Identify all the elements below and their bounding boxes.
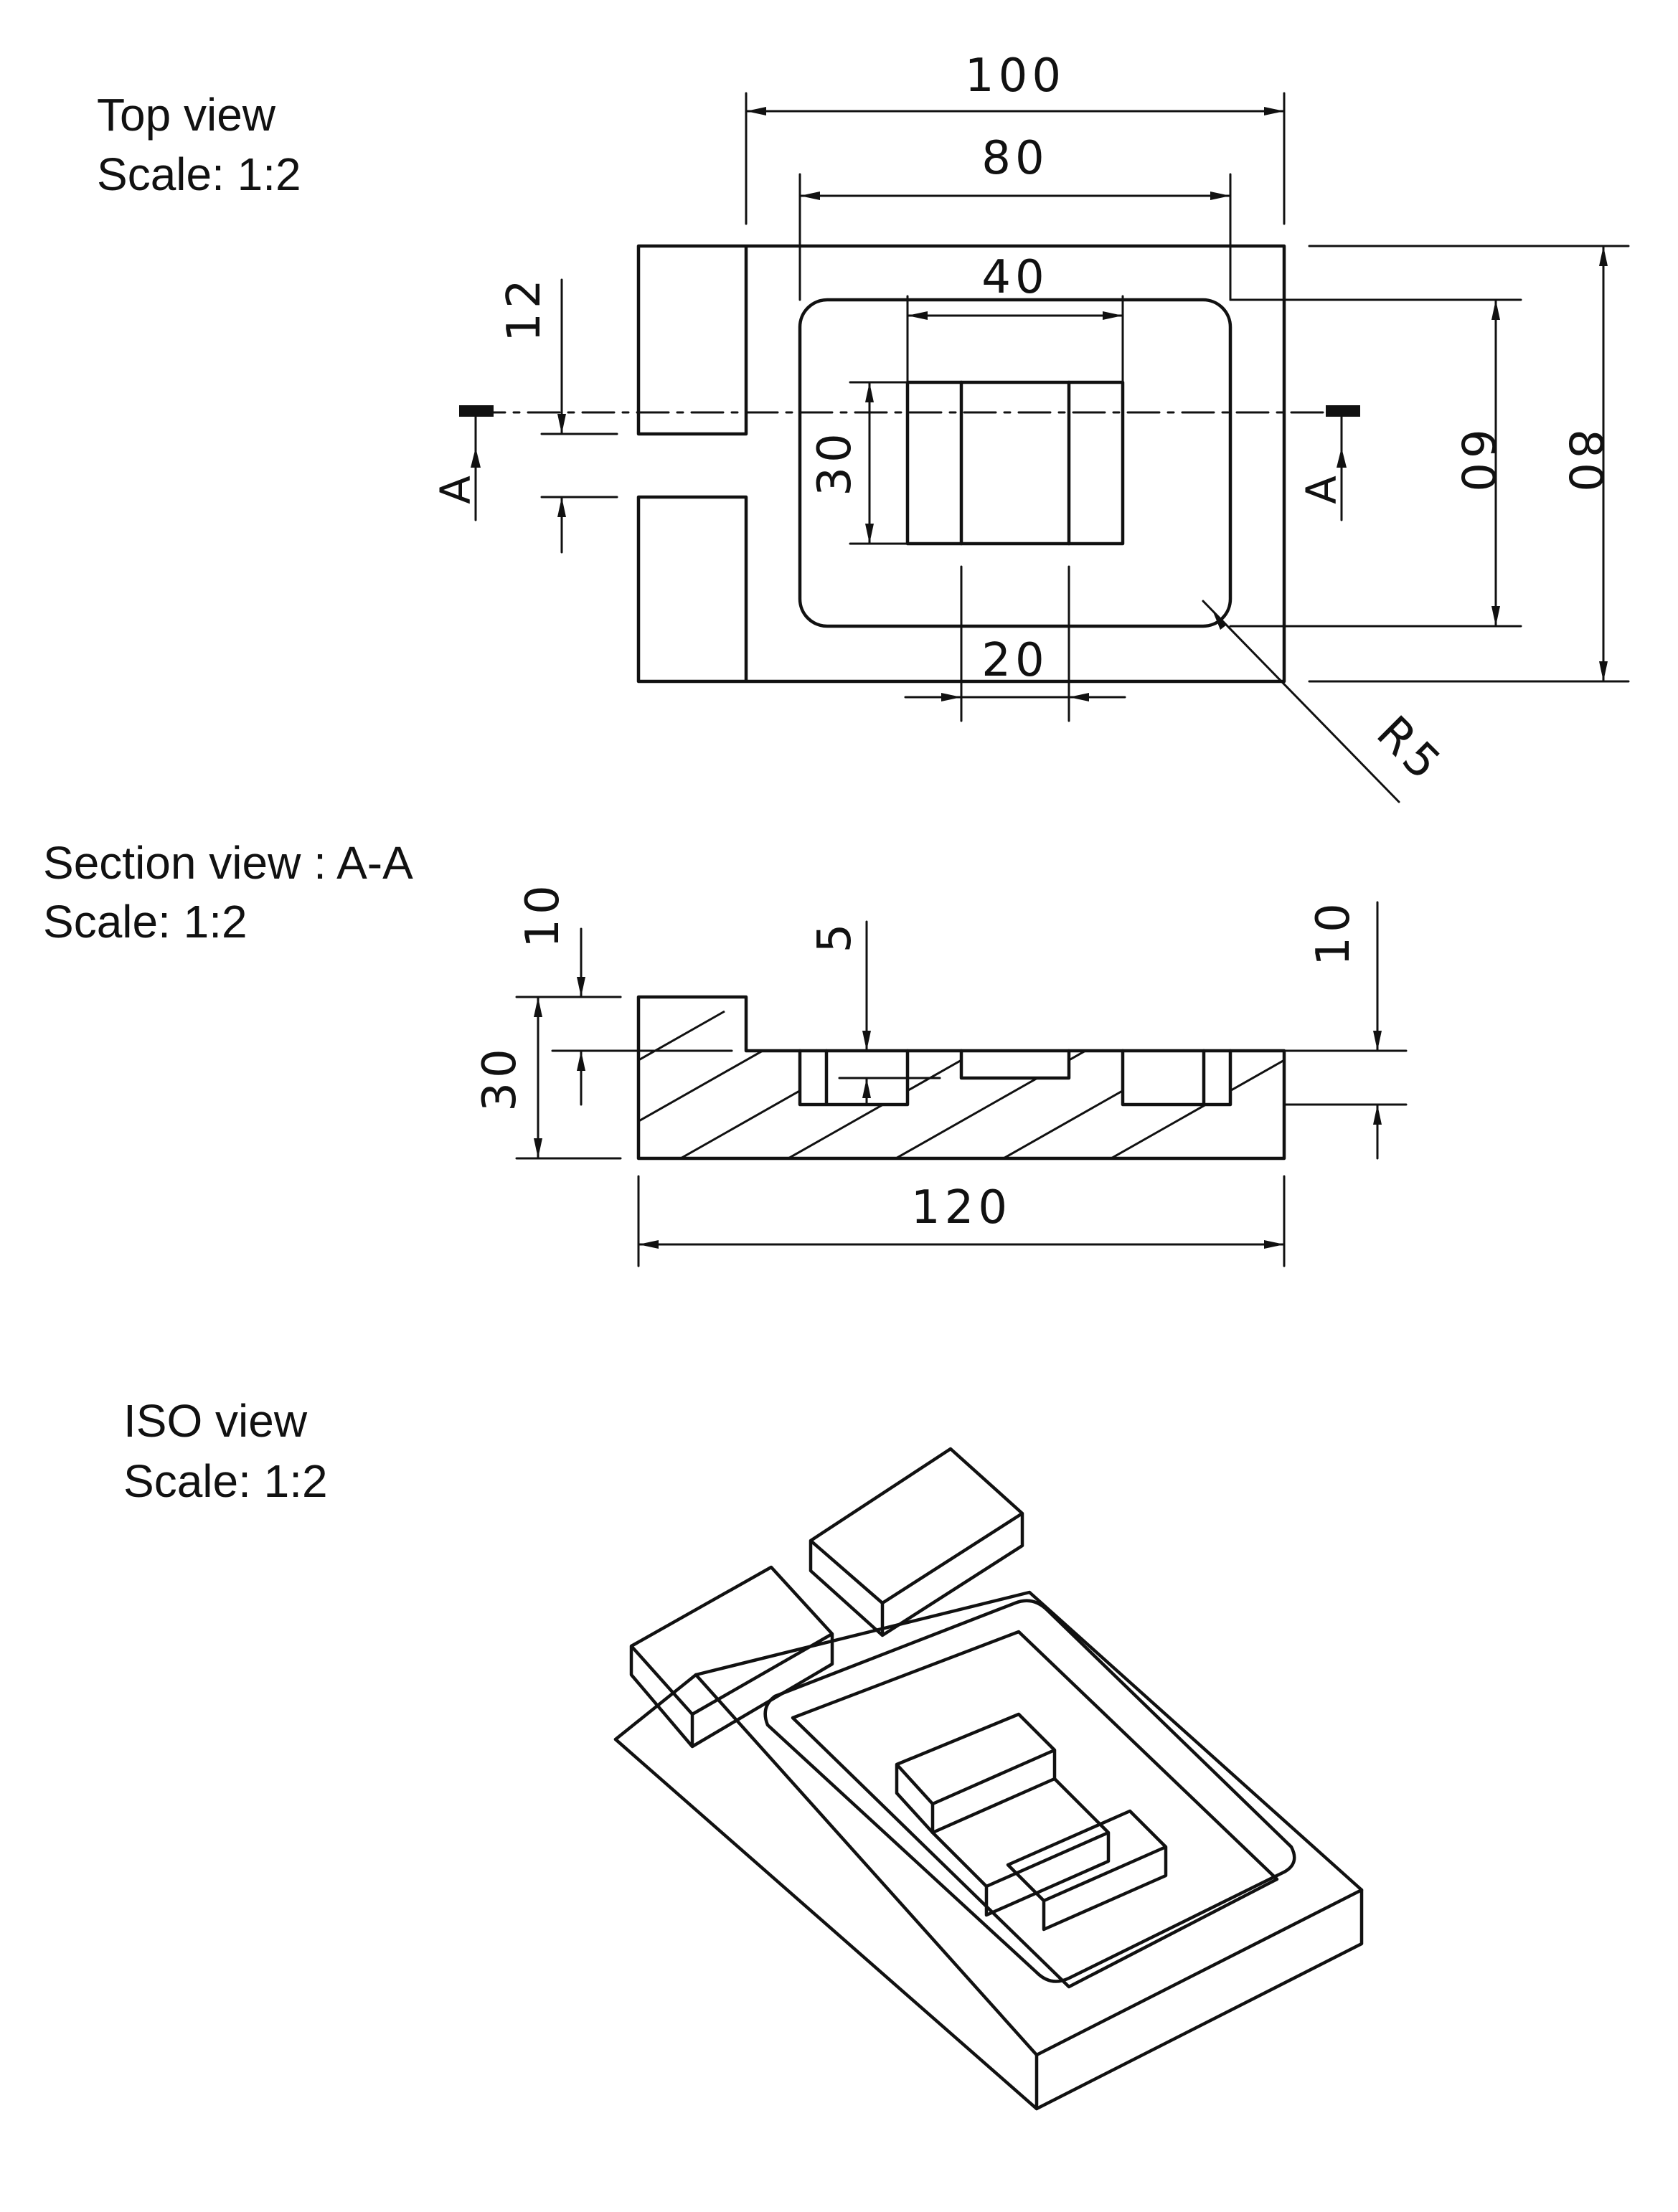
section-groove-mid (959, 1049, 1071, 1080)
section-view: 10 5 10 30 (473, 881, 1408, 1267)
dim-60: 60 (1451, 429, 1504, 496)
section-groove-right-cut (1123, 1051, 1230, 1105)
top-view-boss (905, 380, 1125, 546)
dim-100: 100 (965, 49, 1065, 103)
top-view-outline (636, 244, 1286, 684)
dim-5: 5 (809, 920, 862, 953)
dim-total-length: 120 (637, 1175, 1286, 1267)
dim-step-depth: 10 (517, 881, 733, 1106)
iso-pocket-inner (791, 1630, 1279, 1989)
iso-view-label: ISO view Scale: 1:2 (123, 1395, 328, 1507)
dim-right-depth: 10 (1283, 899, 1408, 1160)
dim-40: 40 (981, 251, 1048, 304)
iso-view (613, 1447, 1364, 2111)
section-groove-right (1121, 1049, 1232, 1107)
top-view-scale: Scale: 1:2 (97, 148, 301, 200)
top-view-pocket (798, 298, 1232, 628)
iso-boss (895, 1712, 1057, 1835)
dim-80-width: 80 (981, 132, 1048, 185)
top-view: A A 100 80 40 (431, 49, 1630, 803)
dim-20: 20 (981, 634, 1048, 687)
iso-view-scale: Scale: 1:2 (123, 1455, 328, 1507)
top-view-title: Top view (97, 89, 276, 141)
dim-30-section: 30 (473, 1044, 527, 1111)
iso-boss-end (1006, 1809, 1168, 1932)
section-letter-right: A (1297, 471, 1346, 504)
section-letter-left: A (431, 471, 480, 504)
dim-groove-depth: 5 (809, 920, 941, 1106)
iso-view-title: ISO view (123, 1395, 308, 1447)
dim-r5: R5 (1366, 706, 1453, 793)
dim-boss-width: 40 (906, 251, 1124, 384)
dim-80-height: 80 (1558, 429, 1611, 496)
section-arrowhead-right (1337, 448, 1347, 468)
dim-pocket-height: 60 (1229, 298, 1522, 628)
section-groove-mid-cut (961, 1051, 1069, 1078)
dim-total-height: 30 (473, 996, 622, 1160)
section-view-title: Section view : A-A (43, 837, 413, 889)
section-cut-mark-right (1326, 405, 1360, 417)
dim-120: 120 (911, 1181, 1012, 1234)
section-view-label: Section view : A-A Scale: 1:2 (43, 837, 413, 947)
dim-12: 12 (498, 275, 551, 341)
top-view-label: Top view Scale: 1:2 (97, 89, 301, 200)
section-cut-mark-left (459, 405, 494, 417)
dim-slot-width: 12 (498, 275, 618, 554)
iso-base-top (694, 1590, 1364, 2057)
dim-10-right: 10 (1307, 899, 1360, 965)
dim-groove-width: 20 (904, 565, 1126, 722)
dim-overall-width: 100 (745, 49, 1286, 225)
dim-10-left: 10 (517, 881, 570, 947)
iso-base-left-edge (613, 1673, 698, 1741)
dim-pocket-width: 80 (798, 132, 1232, 301)
dim-corner-radius: R5 (1202, 600, 1453, 803)
section-view-scale: Scale: 1:2 (43, 896, 248, 947)
iso-right-block (809, 1447, 1024, 1637)
section-arrowhead-left (471, 448, 481, 468)
iso-pocket-outer (763, 1599, 1296, 1983)
iso-base-side-right (1034, 1888, 1364, 2111)
iso-left-block (629, 1565, 834, 1749)
dim-boss-height: 30 (809, 381, 909, 545)
dim-overall-height: 80 (1308, 245, 1630, 683)
iso-base-side-front (613, 1737, 1039, 2111)
dim-30-top: 30 (809, 429, 862, 496)
iso-boss-groove (930, 1777, 1111, 1917)
